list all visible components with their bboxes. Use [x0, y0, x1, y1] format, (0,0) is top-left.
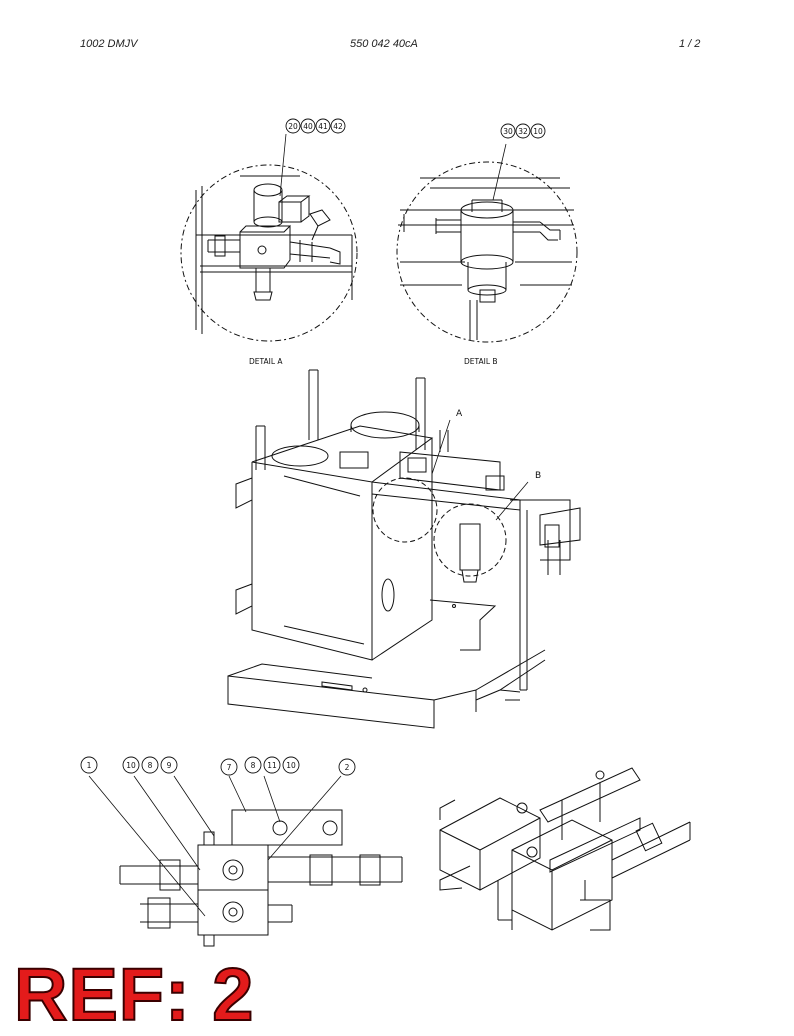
balloon-e-8-label: 10: [286, 761, 296, 770]
balloon-a-1-label: 20: [288, 122, 298, 131]
balloon-e-4: [160, 756, 178, 774]
manifold-iso-view: [439, 767, 691, 931]
balloon-b-3: [530, 123, 546, 139]
header-part-number: 550 042 40cA: [350, 38, 418, 50]
balloon-e-6-label: 8: [251, 761, 256, 770]
balloon-e-3: [141, 756, 159, 774]
balloon-b-2-label: 32: [518, 127, 528, 136]
balloon-e-2: [122, 756, 140, 774]
balloon-a-4: [330, 118, 346, 134]
balloon-e-3-label: 8: [148, 761, 153, 770]
manifold-front-view: [88, 775, 403, 947]
balloon-e-5-label: 7: [227, 763, 232, 772]
balloon-e-4-label: 9: [167, 761, 172, 770]
reference-stamp: REF: 2: [13, 953, 255, 1036]
balloon-a-1: [285, 118, 301, 134]
balloon-e-9: [338, 758, 356, 776]
detail-b: [396, 143, 578, 343]
balloon-a-3: [315, 118, 331, 134]
balloon-a-2: [300, 118, 316, 134]
balloon-e-2-label: 10: [126, 761, 136, 770]
balloon-e-9-label: 2: [345, 763, 350, 772]
balloons-detail-a: [285, 118, 346, 134]
callout-a: A: [456, 409, 463, 419]
detail-a-label: DETAIL A: [249, 357, 283, 366]
balloon-e-8: [282, 756, 300, 774]
balloon-a-2-label: 40: [303, 122, 313, 131]
callout-b: B: [535, 471, 541, 481]
balloons-exploded: [80, 756, 356, 776]
balloon-b-3-label: 10: [533, 127, 543, 136]
balloon-a-4-label: 42: [333, 122, 343, 131]
balloon-b-1: [500, 123, 516, 139]
balloon-e-7-label: 11: [267, 761, 277, 770]
balloon-b-1-label: 30: [503, 127, 513, 136]
balloon-e-1-label: 1: [87, 761, 92, 770]
header-doc-id: 1002 DMJV: [80, 38, 138, 50]
balloon-a-3-label: 41: [318, 122, 328, 131]
main-assembly-view: [227, 369, 581, 729]
header-page-number: 1 / 2: [679, 38, 701, 50]
balloons-detail-b: [500, 123, 546, 139]
balloon-e-5: [220, 758, 238, 776]
balloon-e-7: [263, 756, 281, 774]
detail-a: [180, 133, 358, 342]
balloon-b-2: [515, 123, 531, 139]
detail-b-label: DETAIL B: [464, 357, 498, 366]
balloon-e-1: [80, 756, 98, 774]
balloon-e-6: [244, 756, 262, 774]
